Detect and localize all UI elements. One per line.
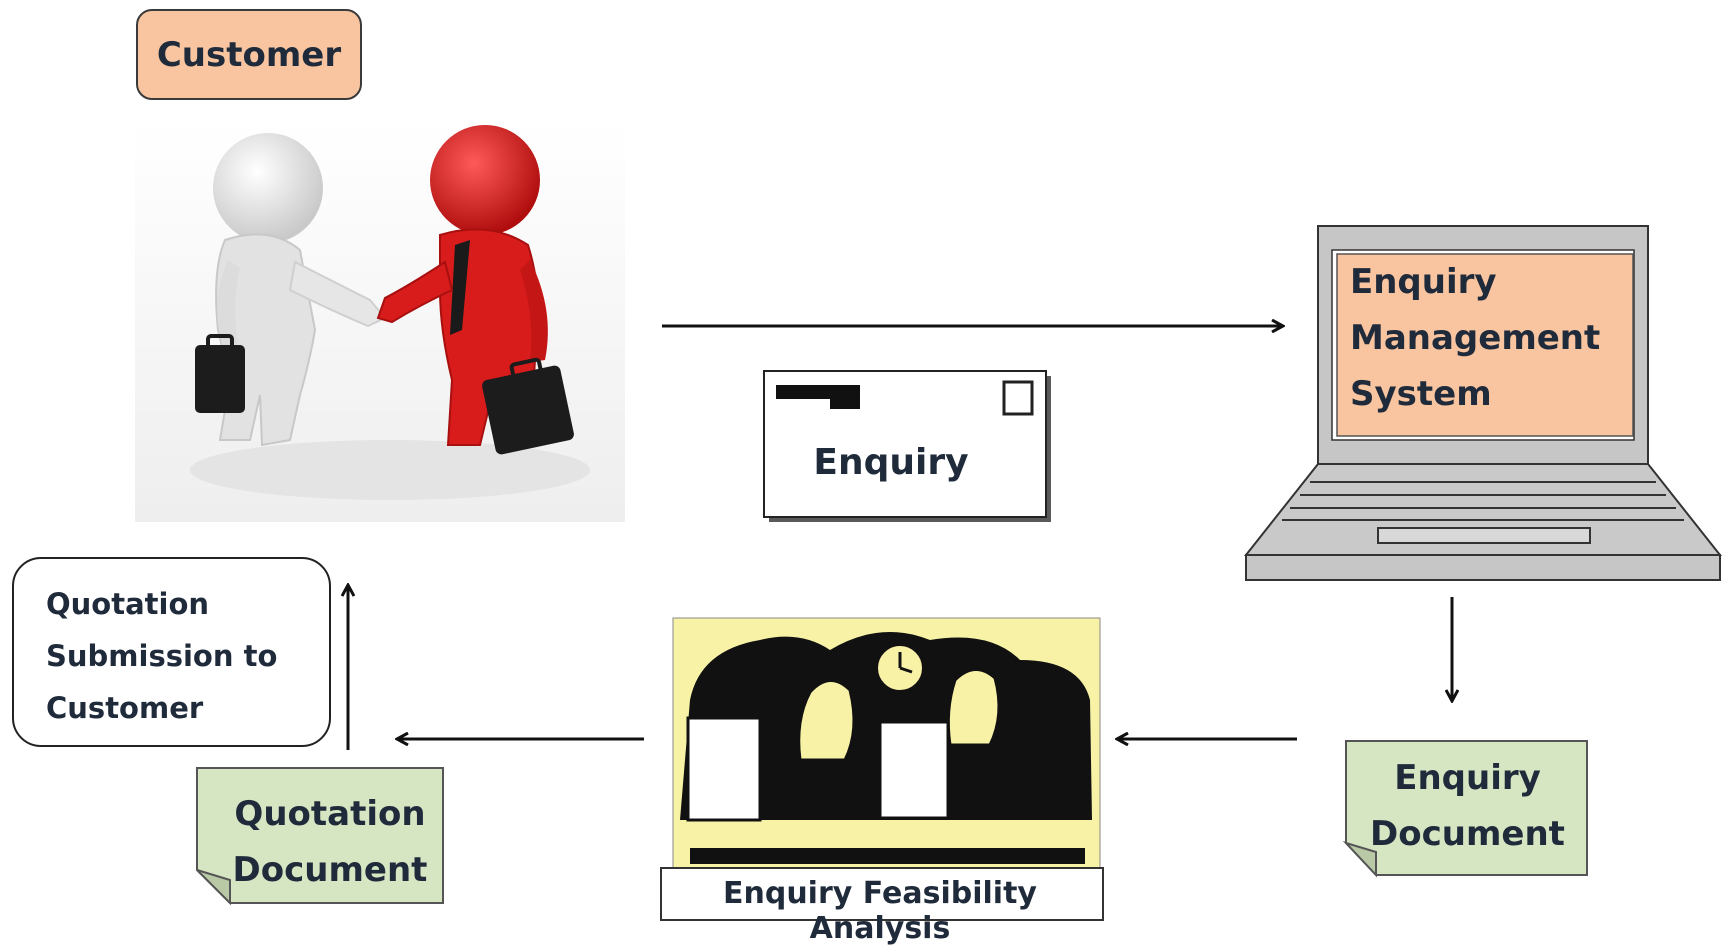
enquiry-envelope-label: Enquiry (813, 442, 969, 483)
quotation-document-line: Document (232, 850, 428, 890)
flow-diagram (12, 120, 1723, 921)
red-figure (376, 125, 574, 455)
enquiry-document-line: Document (1370, 814, 1565, 854)
enquiry-document-label: Enquiry Document (1345, 750, 1590, 862)
feasibility-label: Enquiry Feasibility Analysis (723, 876, 1037, 946)
enquiry-document-icon (1342, 740, 1588, 878)
envelope-icon (763, 370, 1051, 522)
ems-label: Enquiry Management System (1350, 254, 1630, 422)
ems-label-line: Enquiry (1350, 262, 1497, 302)
quotation-submission-line: Quotation (46, 587, 210, 621)
customer-label: Customer (136, 9, 362, 100)
white-figure (195, 133, 387, 447)
quotation-submission-line: Submission to (46, 639, 278, 673)
quotation-document-label: Quotation Document (200, 786, 460, 898)
quotation-document-line: Quotation (234, 794, 426, 834)
enquiry-document-line: Enquiry (1394, 758, 1541, 798)
quotation-submission-box (12, 557, 331, 747)
meeting-illustration (672, 617, 1101, 869)
handshake-figures-image (135, 120, 625, 522)
quotation-submission-label: Quotation Submission to Customer (46, 578, 336, 734)
quotation-document-icon (196, 767, 444, 906)
ems-label-line: Management (1350, 318, 1601, 358)
laptop-icon (1243, 225, 1723, 581)
quotation-submission-line: Customer (46, 691, 204, 725)
feasibility-label-box (660, 867, 1104, 921)
ems-label-line: System (1350, 374, 1492, 414)
